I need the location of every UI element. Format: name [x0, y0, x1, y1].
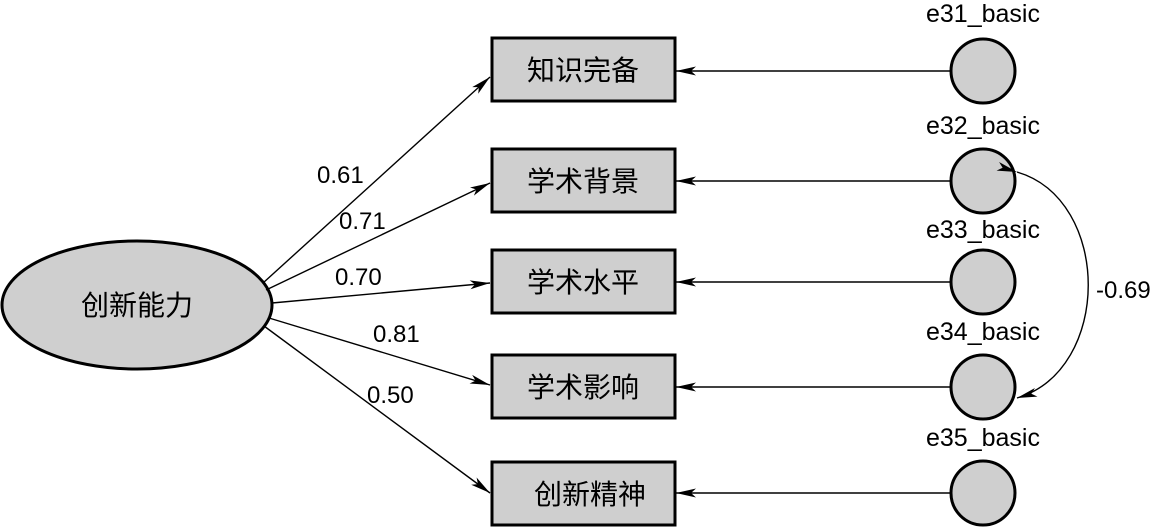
error-term-3: e33_basic	[926, 216, 1040, 316]
loading-paths	[262, 76, 491, 494]
indicator-box-1: 知识完备	[490, 36, 677, 103]
error-label-3: e33_basic	[926, 216, 1040, 244]
latent-factor-label: 创新能力	[81, 289, 193, 322]
covariance-arc	[996, 161, 1089, 399]
error-label-5: e35_basic	[926, 424, 1040, 452]
loading-path-5	[263, 325, 491, 494]
error-paths	[676, 66, 950, 498]
error-label-1: e31_basic	[926, 0, 1040, 28]
loading-value-2: 0.71	[339, 208, 386, 235]
loading-values: 0.61 0.71 0.70 0.81 0.50	[317, 162, 420, 409]
loading-path-1	[262, 76, 491, 284]
indicator-box-2: 学术背景	[490, 147, 677, 214]
error-terms: e31_basic e32_basic e33_basic e34_basic …	[926, 0, 1040, 527]
indicator-box-4: 学术影响	[490, 353, 677, 420]
error-label-2: e32_basic	[926, 112, 1040, 140]
indicator-label-1: 知识完备	[527, 54, 639, 87]
loading-path-2	[265, 182, 491, 291]
error-term-2: e32_basic	[926, 112, 1040, 215]
loading-value-5: 0.50	[367, 382, 414, 409]
loading-value-3: 0.70	[335, 264, 382, 291]
latent-factor: 创新能力	[0, 239, 274, 371]
error-term-5: e35_basic	[926, 424, 1040, 527]
covariance-value: -0.69	[1096, 277, 1151, 304]
covariance: -0.69	[996, 161, 1151, 399]
indicator-box-5: 创新精神	[490, 460, 677, 527]
loading-value-4: 0.81	[373, 321, 420, 348]
loading-value-1: 0.61	[317, 162, 364, 189]
loading-path-4	[268, 317, 491, 386]
error-term-1: e31_basic	[926, 0, 1040, 105]
loading-path-3	[271, 280, 491, 304]
indicator-boxes: 知识完备 学术背景 学术水平 学术影响 创新精神	[490, 36, 677, 527]
error-label-4: e34_basic	[926, 318, 1040, 346]
indicator-box-3: 学术水平	[490, 248, 677, 315]
error-term-4: e34_basic	[926, 318, 1040, 421]
indicator-label-2: 学术背景	[527, 165, 639, 198]
indicator-label-4: 学术影响	[527, 371, 639, 404]
indicator-label-5: 创新精神	[534, 478, 646, 511]
indicator-label-3: 学术水平	[527, 266, 639, 299]
